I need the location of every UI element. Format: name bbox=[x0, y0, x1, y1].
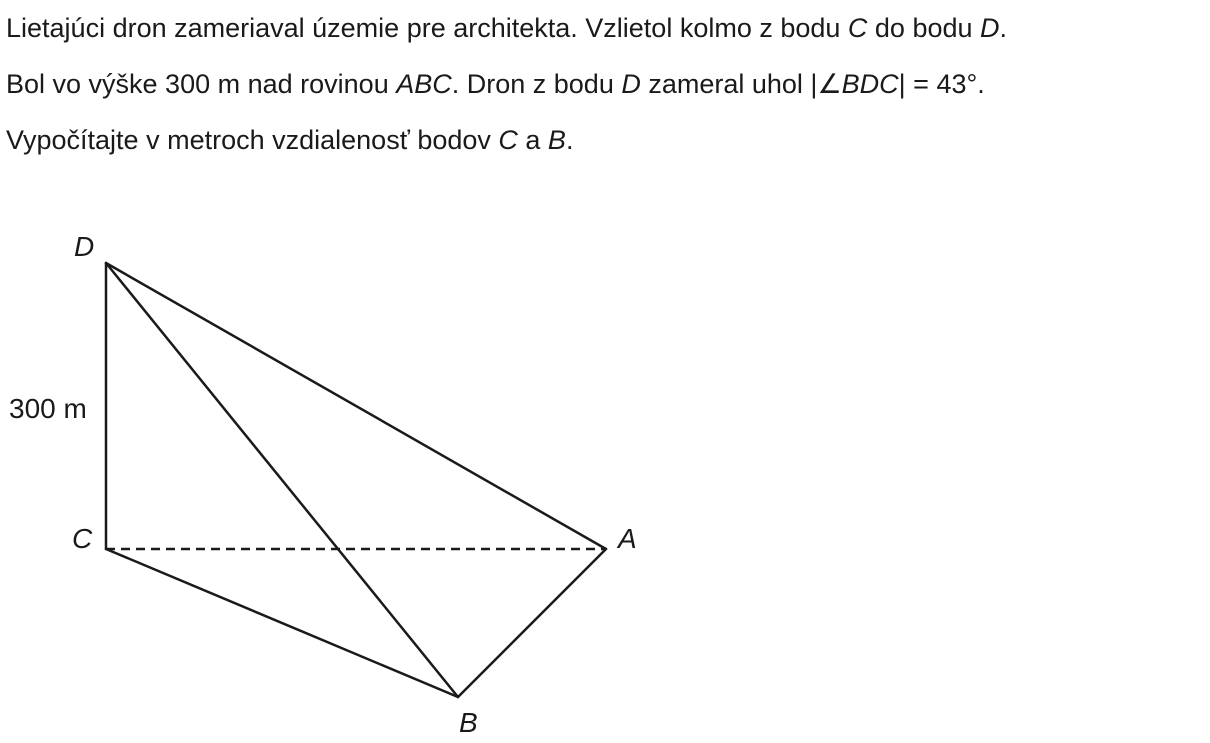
text-span: Bol vo výške 300 m nad rovinou bbox=[6, 69, 397, 99]
text-span: do bodu bbox=[867, 13, 981, 43]
text-span: Vypočítajte v metroch vzdialenosť bodov bbox=[6, 125, 499, 155]
point-ref-b: B bbox=[547, 125, 566, 155]
label-point-d: D bbox=[74, 231, 94, 262]
edge-ba bbox=[456, 547, 608, 699]
problem-line-1: Lietajúci dron zameriaval územie pre arc… bbox=[6, 0, 1206, 56]
edge-db bbox=[104, 261, 460, 699]
text-span: a bbox=[517, 125, 548, 155]
point-ref-d: D bbox=[621, 69, 641, 99]
text-span: . Dron z bodu bbox=[451, 69, 622, 99]
plane-ref-abc: ABC bbox=[396, 69, 452, 99]
problem-line-2: Bol vo výške 300 m nad rovinou ABC. Dron… bbox=[6, 56, 1206, 112]
text-span: Lietajúci dron zameriaval územie pre arc… bbox=[6, 13, 848, 43]
point-ref-d: D bbox=[980, 13, 1000, 43]
label-point-c: C bbox=[72, 523, 93, 554]
text-span: . bbox=[999, 13, 1008, 43]
point-ref-c: C bbox=[847, 13, 868, 43]
text-span: | = 43°. bbox=[898, 69, 985, 99]
text-span: . bbox=[565, 125, 574, 155]
problem-statement: Lietajúci dron zameriaval územie pre arc… bbox=[6, 0, 1206, 168]
label-point-a: A bbox=[616, 523, 637, 554]
text-span: zameral uhol |∠ bbox=[640, 69, 842, 99]
problem-line-3: Vypočítajte v metroch vzdialenosť bodov … bbox=[6, 112, 1206, 168]
edge-cb bbox=[104, 547, 460, 699]
label-point-b: B bbox=[459, 707, 478, 738]
height-label: 300 m bbox=[9, 393, 87, 424]
edge-da bbox=[104, 261, 608, 551]
angle-ref-bdc: BDC bbox=[841, 69, 899, 99]
point-ref-c: C bbox=[498, 125, 518, 155]
